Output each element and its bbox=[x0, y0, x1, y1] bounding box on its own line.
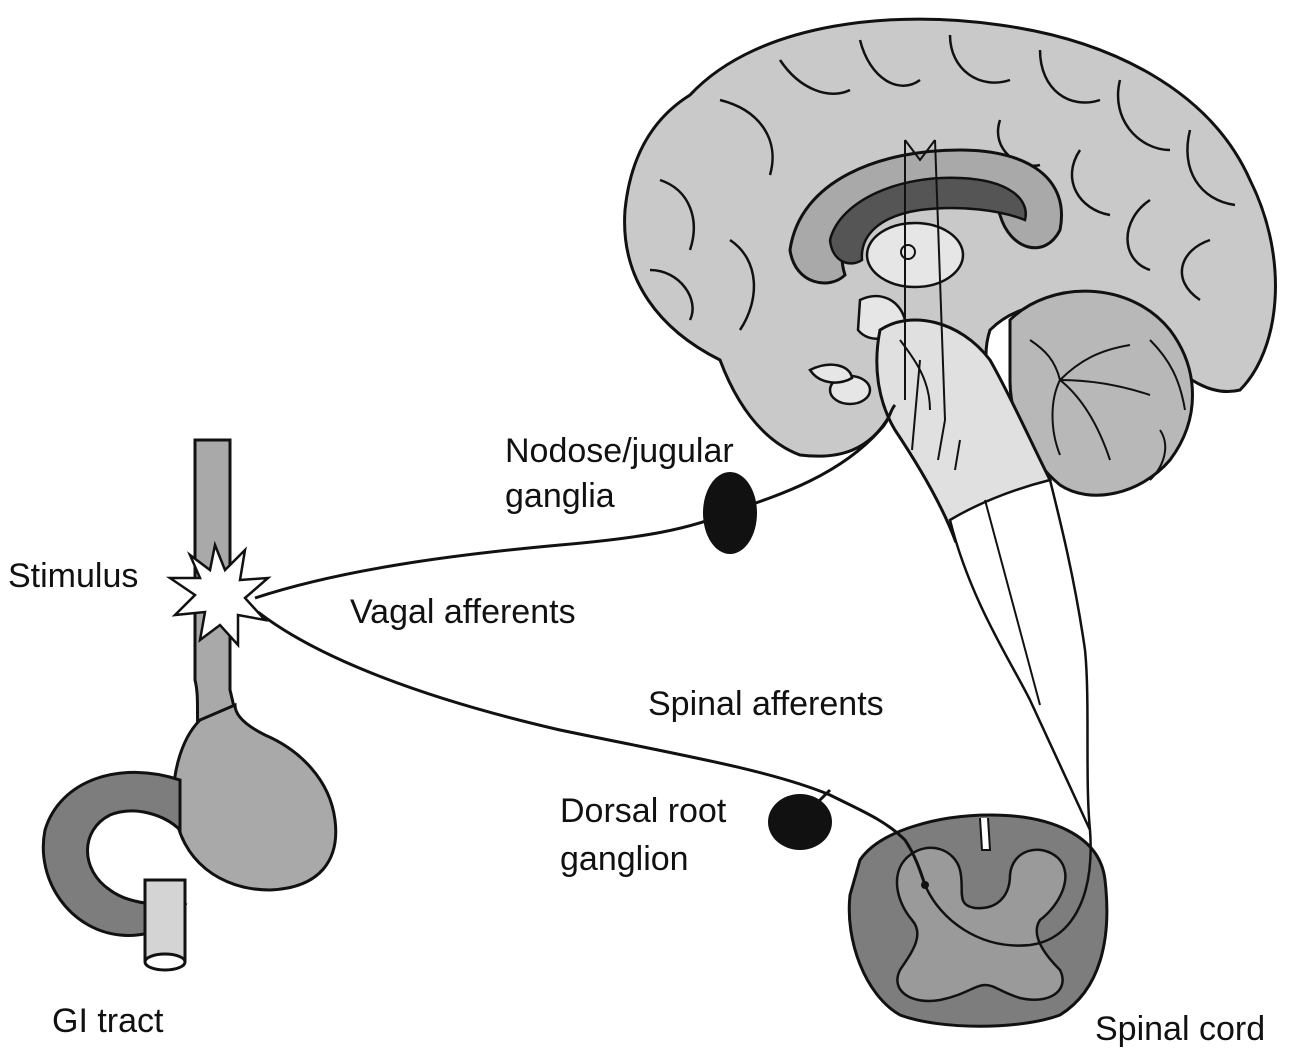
nodose-label-line1: Nodose/jugular bbox=[505, 432, 734, 470]
cord-ascending-fiber bbox=[923, 829, 1092, 947]
descending-tracts bbox=[899, 139, 961, 471]
spinal-cord-label: Spinal cord bbox=[1095, 1010, 1265, 1048]
gi-tract bbox=[41, 438, 338, 972]
vagal-afferents-label: Vagal afferents bbox=[350, 593, 576, 631]
brain bbox=[623, 17, 1277, 544]
lateral-ventricle bbox=[828, 176, 1027, 265]
dorsal-median-notch bbox=[979, 817, 992, 851]
drg-label-line2: ganglion bbox=[560, 840, 689, 878]
gi-tract-label: GI tract bbox=[52, 1002, 164, 1040]
grey-matter bbox=[895, 846, 1067, 1003]
dorsal-root-ganglion bbox=[768, 794, 832, 850]
vagal-afferent-fiber bbox=[254, 403, 897, 600]
spinal-cord-section bbox=[847, 813, 1109, 1028]
nodose-label-line2: ganglia bbox=[505, 477, 615, 515]
stimulus-burst bbox=[165, 540, 272, 649]
spinal-afferent-fiber bbox=[257, 610, 927, 886]
stomach bbox=[172, 702, 338, 892]
spinal-afferents-label: Spinal afferents bbox=[648, 685, 884, 723]
nodose-jugular-ganglion bbox=[703, 472, 757, 554]
cerebellum-folia bbox=[1029, 339, 1186, 481]
spinal-tract bbox=[948, 478, 1092, 831]
drg-label-line1: Dorsal root bbox=[560, 792, 727, 830]
stimulus-label: Stimulus bbox=[8, 557, 138, 595]
